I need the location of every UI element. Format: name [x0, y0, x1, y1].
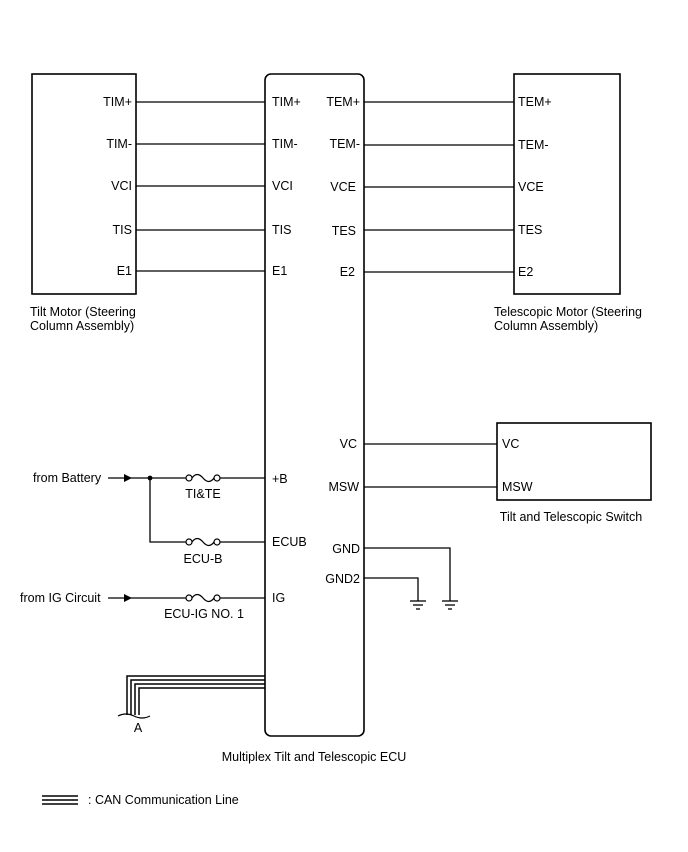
telescopic-motor-box — [513, 73, 621, 295]
ecu-pin-tem-plus: TEM+ — [326, 95, 360, 109]
can-line — [138, 687, 265, 715]
ecu-pin-vc: VC — [340, 437, 357, 451]
fuse-tite — [185, 473, 221, 483]
telescopic-motor-pin-vce: VCE — [518, 180, 544, 194]
ecu-pin-tis: TIS — [272, 223, 291, 237]
ecu-pin-ecub: ECUB — [272, 535, 307, 549]
ground-icon — [410, 600, 426, 610]
ecu-pin-vci: VCI — [272, 179, 293, 193]
tilt-motor-pin-vci: VCI — [111, 179, 132, 193]
telescopic-motor-pin-tem-plus: TEM+ — [518, 95, 552, 109]
switch-pin-vc: VC — [502, 437, 519, 451]
ecu-pin-ig: IG — [272, 591, 285, 605]
ecu-pin-tim-plus: TIM+ — [272, 95, 301, 109]
connector-label: A — [134, 721, 143, 735]
ecu: TIM+ TIM- VCI TIS E1 +B ECUB IG TEM+ TEM… — [222, 73, 407, 764]
ecu-pin-tem-minus: TEM- — [329, 137, 360, 151]
wire-gnd — [364, 547, 451, 601]
telescopic-motor-pin-tem-minus: TEM- — [518, 138, 549, 152]
ecu-box — [264, 73, 365, 737]
ecu-pin-gnd: GND — [332, 542, 360, 556]
telescopic-motor-caption-line2: Column Assembly) — [494, 319, 598, 333]
ground-icon — [442, 600, 458, 610]
ig-arrow — [124, 594, 132, 602]
tilt-motor-pin-tim-minus: TIM- — [106, 137, 132, 151]
telescopic-motor: TEM+ TEM- VCE TES E2 Telescopic Motor (S… — [494, 73, 642, 333]
can-line — [130, 679, 265, 715]
ecu-caption: Multiplex Tilt and Telescopic ECU — [222, 750, 407, 764]
tilt-motor-caption-line2: Column Assembly) — [30, 319, 134, 333]
switch-caption: Tilt and Telescopic Switch — [500, 510, 642, 524]
ecu-pin-plus-b: +B — [272, 472, 288, 486]
switch-pin-msw: MSW — [502, 480, 533, 494]
tilt-telescopic-switch: VC MSW Tilt and Telescopic Switch — [496, 422, 652, 524]
tilt-motor-pin-e1: E1 — [117, 264, 132, 278]
motor-wires — [136, 101, 514, 488]
from-battery-label: from Battery — [33, 471, 102, 485]
wire-ecub-branch — [149, 478, 186, 543]
ground-wiring — [364, 547, 458, 610]
connector-break-mark — [117, 713, 151, 719]
switch-box — [496, 422, 652, 501]
fuse-ecu-ig-label: ECU-IG NO. 1 — [164, 607, 244, 621]
telescopic-motor-pin-tes: TES — [518, 223, 542, 237]
fuse-ecu-b — [185, 537, 221, 547]
battery-arrow — [124, 474, 132, 482]
wire-gnd2 — [364, 577, 419, 601]
ecu-pin-gnd2: GND2 — [325, 572, 360, 586]
can-bus: A — [117, 675, 265, 735]
tilt-motor-box — [31, 73, 137, 295]
tilt-motor-pin-tim-plus: TIM+ — [103, 95, 132, 109]
ecu-pin-tim-minus: TIM- — [272, 137, 298, 151]
legend: : CAN Communication Line — [42, 793, 239, 807]
ecu-pin-vce: VCE — [330, 180, 356, 194]
ecu-pin-msw: MSW — [328, 480, 359, 494]
ecu-pin-tes: TES — [332, 224, 356, 238]
fuse-ecu-b-label: ECU-B — [184, 552, 223, 566]
can-line — [126, 675, 265, 715]
telescopic-motor-caption-line1: Telescopic Motor (Steering — [494, 305, 642, 319]
tilt-motor-caption-line1: Tilt Motor (Steering — [30, 305, 136, 319]
from-ig-circuit-label: from IG Circuit — [20, 591, 101, 605]
fuse-tite-label: TI&TE — [185, 487, 220, 501]
ecu-pin-e1: E1 — [272, 264, 287, 278]
ecu-pin-e2: E2 — [340, 265, 355, 279]
legend-can-label: : CAN Communication Line — [88, 793, 239, 807]
telescopic-motor-pin-e2: E2 — [518, 265, 533, 279]
tilt-motor-pin-tis: TIS — [113, 223, 132, 237]
can-line — [134, 683, 265, 715]
power-supply-circuit: from Battery TI&TE ECU-B from IG Circuit — [20, 471, 265, 621]
fuse-ecu-ig — [185, 593, 221, 603]
tilt-motor: TIM+ TIM- VCI TIS E1 Tilt Motor (Steerin… — [30, 73, 137, 333]
